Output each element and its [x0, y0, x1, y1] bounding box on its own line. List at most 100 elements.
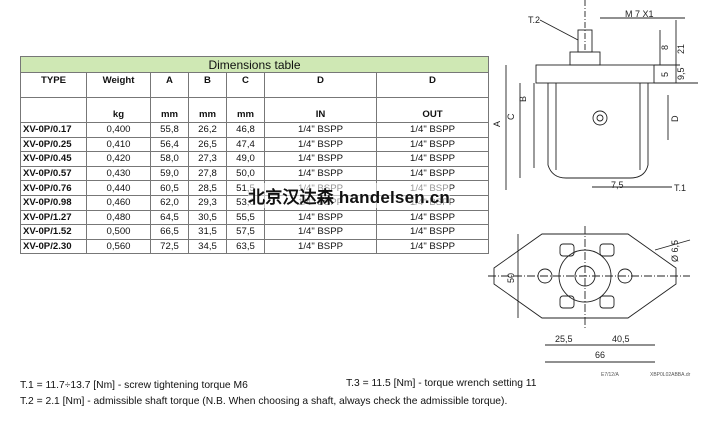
- label-dim-5: 5: [660, 72, 670, 77]
- unit-a: mm: [150, 97, 189, 123]
- dimensions-table: Dimensions table TYPE Weight A B C D D k…: [20, 56, 489, 255]
- label-dim-21: 21: [676, 44, 686, 54]
- port-outline: [592, 110, 608, 126]
- table-cell: 66,5: [150, 224, 189, 240]
- table-cell: 1/4" BSPP: [264, 238, 377, 255]
- table-cell: 1/4" BSPP: [264, 151, 377, 167]
- note-t2: T.2 = 2.1 [Nm] - admissible shaft torque…: [20, 396, 508, 407]
- table-cell: 1/4" BSPP: [376, 238, 489, 255]
- table-cell: 55,8: [150, 122, 189, 138]
- front-port-4: [599, 295, 615, 309]
- label-dim-66: 66: [595, 350, 605, 360]
- table-cell: 60,5: [150, 180, 189, 196]
- table-cell: 62,0: [150, 194, 189, 211]
- table-cell: 1/4" BSPP: [264, 209, 377, 226]
- table-cell: 59,0: [150, 165, 189, 182]
- notes: T.1 = 11.7÷13.7 [Nm] - screw tightening …: [20, 378, 507, 410]
- table-cell: 1/4" BSPP: [376, 151, 489, 167]
- header-c: C: [226, 72, 265, 98]
- table-cell: 26,5: [188, 136, 227, 153]
- front-hole-left: [537, 268, 553, 284]
- table-cell: 30,5: [188, 209, 227, 226]
- label-a: A: [492, 121, 502, 127]
- pump-body-outline: [547, 83, 649, 179]
- label-b: B: [518, 96, 528, 102]
- table-title: Dimensions table: [20, 56, 489, 73]
- drawing-code-left: E7/12/A: [601, 372, 619, 378]
- table-cell: 55,5: [226, 209, 265, 226]
- label-c: C: [506, 113, 516, 120]
- front-hole-right: [617, 268, 633, 284]
- table-cell: 34,5: [188, 238, 227, 255]
- table-cell: 0,410: [86, 136, 151, 153]
- cell-type: XV-0P/2.30: [20, 238, 87, 255]
- front-port-3: [559, 295, 575, 309]
- cell-type: XV-0P/0.76: [20, 180, 87, 196]
- table-cell: 26,2: [188, 122, 227, 138]
- header-d-in: D: [264, 72, 377, 98]
- cell-type: XV-0P/1.27: [20, 209, 87, 226]
- table-cell: 0,480: [86, 209, 151, 226]
- header-d-out: D: [376, 72, 489, 98]
- shaft-collar: [569, 51, 601, 66]
- table-cell: 1/4" BSPP: [264, 122, 377, 138]
- table-cell: 1/4" BSPP: [264, 224, 377, 240]
- unit-b: mm: [188, 97, 227, 123]
- note-t3: T.3 = 11.5 [Nm] - torque wrench setting …: [346, 378, 537, 389]
- table-cell: 0,440: [86, 180, 151, 196]
- t2-leader: [539, 19, 579, 41]
- table-cell: 1/4" BSPP: [264, 136, 377, 153]
- table-cell: 64,5: [150, 209, 189, 226]
- label-t1: T.1: [674, 183, 686, 193]
- table-cell: 0,500: [86, 224, 151, 240]
- table-cell: 0,400: [86, 122, 151, 138]
- table-cell: 58,0: [150, 151, 189, 167]
- table-cell: 57,5: [226, 224, 265, 240]
- table-cell: 46,8: [226, 122, 265, 138]
- header-weight: Weight: [86, 72, 151, 98]
- table-cell: 1/4" BSPP: [376, 224, 489, 240]
- cell-type: XV-0P/0.57: [20, 165, 87, 182]
- table-cell: 56,4: [150, 136, 189, 153]
- table-cell: 50,0: [226, 165, 265, 182]
- table-cell: 72,5: [150, 238, 189, 255]
- table-cell: 0,460: [86, 194, 151, 211]
- table-cell: 0,560: [86, 238, 151, 255]
- watermark: 北京汉达森 handelsen.cn: [248, 183, 450, 208]
- cell-type: XV-0P/0.17: [20, 122, 87, 138]
- label-dim-25-5: 25,5: [555, 334, 573, 344]
- header-b: B: [188, 72, 227, 98]
- front-port-1: [559, 243, 575, 257]
- table-cell: 0,430: [86, 165, 151, 182]
- table-cell: 1/4" BSPP: [376, 165, 489, 182]
- label-t2: T.2: [528, 15, 540, 25]
- cell-type: XV-0P/0.98: [20, 194, 87, 211]
- cell-type: XV-0P/0.45: [20, 151, 87, 167]
- label-dim-50: 50: [506, 273, 516, 283]
- table-cell: 1/4" BSPP: [264, 165, 377, 182]
- table-cell: 0,420: [86, 151, 151, 167]
- pump-flange-outline: [535, 64, 655, 84]
- unit-type: [20, 97, 87, 123]
- front-port-2: [599, 243, 615, 257]
- table-cell: 27,3: [188, 151, 227, 167]
- unit-weight: kg: [86, 97, 151, 123]
- front-hub: [558, 249, 612, 303]
- port-inner: [596, 114, 604, 122]
- table-cell: 29,3: [188, 194, 227, 211]
- label-dim-8: 8: [660, 45, 670, 50]
- table-cell: 49,0: [226, 151, 265, 167]
- shaft-outline: [577, 29, 593, 53]
- label-thread: M 7 X1: [625, 9, 654, 19]
- label-d: D: [670, 115, 680, 122]
- header-a: A: [150, 72, 189, 98]
- table-cell: 47,4: [226, 136, 265, 153]
- front-shaft: [574, 265, 596, 287]
- table-cell: 1/4" BSPP: [376, 209, 489, 226]
- table-cell: 1/4" BSPP: [376, 136, 489, 153]
- label-dim-7-5: 7,5: [611, 180, 624, 190]
